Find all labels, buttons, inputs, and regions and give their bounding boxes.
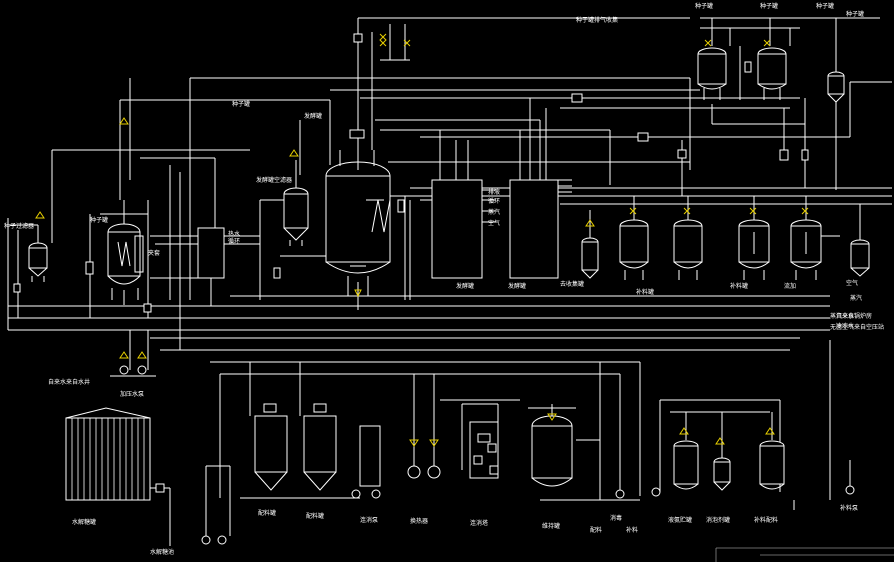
tank-4 [790,196,840,280]
center-right-filter [581,210,599,279]
label-chilled-water: 冷冻水 [836,322,854,330]
feed-tanks [420,98,572,279]
label-feed-tank-b: 补料罐 [730,282,748,290]
label-top-tank-3: 种子罐 [816,2,834,10]
label-feed-tank-a: 补料罐 [636,288,654,296]
label-drain: 排液 [488,188,500,196]
tank-1 [619,196,649,280]
label-feed: 补料 [626,526,638,534]
label-holding-tank: 维持罐 [542,522,560,530]
label-top-right-filter: 种子罐 [846,10,864,18]
diagram-labels: 种子罐 种子罐 种子罐 种子罐 种子罐排气收集 种子罐 种子过滤器 种子罐 夹套… [4,2,884,556]
label-batching: 配料 [590,526,602,534]
label-jacket: 夹套 [148,249,160,257]
label-ammonia-tank: 液氨贮罐 [668,516,692,524]
label-recycle: 循环 [488,197,500,205]
filter-right [850,204,870,277]
label-seed-tank-exhaust: 种子罐 [232,100,250,108]
utility-headers [7,187,892,375]
top-pipes [51,17,851,300]
label-feed-batching: 补料配料 [754,516,778,524]
label-top-tank-2: 种子罐 [760,2,778,10]
label-steam-from-boiler: 蒸汽来自锅炉房 [830,312,872,320]
label-continuous-pump: 连消泵 [360,516,378,524]
label-seed-filter: 种子过滤器 [4,222,34,230]
seed-tank-section [10,200,260,318]
label-pressure-pump: 加压水泵 [120,390,144,398]
label-hydrolysate-pool: 水解糖池 [150,548,174,556]
label-batching-tank-1: 配料罐 [258,509,276,517]
valve-symbols [35,33,809,447]
label-sterilizer-column: 连消塔 [470,519,488,527]
label-air: 空气 [488,219,500,227]
label-water-from-well: 自来水来自水井 [48,378,90,386]
label-feed-pump: 补料泵 [840,504,858,512]
label-fermenter-a: 发酵罐 [456,282,474,290]
label-heat-exchanger: 换热器 [410,517,428,525]
tank-3 [738,196,770,280]
tank-2 [673,196,703,280]
pressurized-water-pumps [110,365,156,377]
label-sterilize: 消毒 [610,514,622,522]
lower-section [65,340,894,562]
fermenter-section [259,138,411,310]
label-air-right: 空气 [846,279,858,287]
label-exhaust-collection: 种子罐排气收集 [576,16,618,24]
label-fermenter-top: 发酵罐 [304,112,322,120]
label-steam: 蒸汽 [488,208,500,216]
tank-ribs [71,418,145,500]
label-batching-tank-2: 配料罐 [306,512,324,520]
label-air-from-compressor: 无菌空气来自空压站 [830,323,884,331]
label-to-collector: 去收集罐 [560,280,584,288]
label-hot-water: 热水 [228,230,240,238]
label-circulation: 循环 [228,237,240,245]
label-hydrolysate-tank: 水解糖罐 [72,518,96,526]
top-right-tanks [677,17,892,196]
label-tap-water-right: 自来水 [836,312,854,320]
right-tank-row [619,196,870,297]
label-antifoam-tank: 消泡剂罐 [706,516,730,524]
label-fermenter-air-filter: 发酵罐空滤器 [256,176,292,184]
label-top-tank-1: 种子罐 [695,2,713,10]
label-steam-right: 蒸汽 [850,294,862,302]
label-fermenter-b: 发酵罐 [508,282,526,290]
label-seed-tank: 种子罐 [90,216,108,224]
label-feed-addition: 流加 [784,282,796,290]
